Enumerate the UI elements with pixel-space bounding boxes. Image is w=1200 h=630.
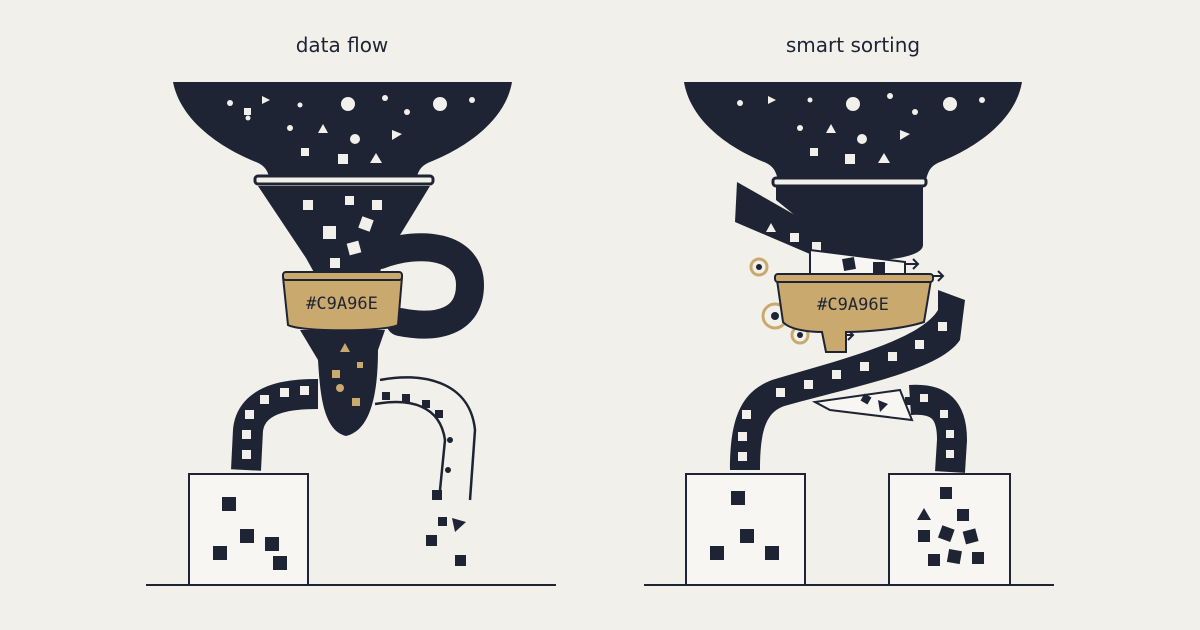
funnel-rim: [253, 174, 435, 186]
conveyor-belt: [730, 290, 965, 470]
side-tube: [366, 233, 485, 339]
big-funnel: [173, 82, 512, 180]
lower-stem: [300, 330, 385, 436]
data-particles: [737, 93, 985, 164]
conveyor-belt: [231, 379, 319, 471]
conveyor-belt: [735, 182, 860, 272]
data-particles: [227, 95, 475, 164]
funnel-label: #C9A96E: [817, 295, 889, 315]
sorting-drum: [776, 186, 923, 261]
panel-data-flow: data flow: [146, 33, 556, 586]
big-funnel: [684, 82, 1022, 180]
funnel-label: #C9A96E: [306, 294, 378, 314]
panel-smart-sorting: smart sorting: [644, 33, 1054, 586]
overflow-pipe: [379, 376, 477, 501]
collector-cup: [775, 279, 933, 353]
panel-title: smart sorting: [786, 33, 920, 57]
panel-title: data flow: [296, 33, 389, 57]
